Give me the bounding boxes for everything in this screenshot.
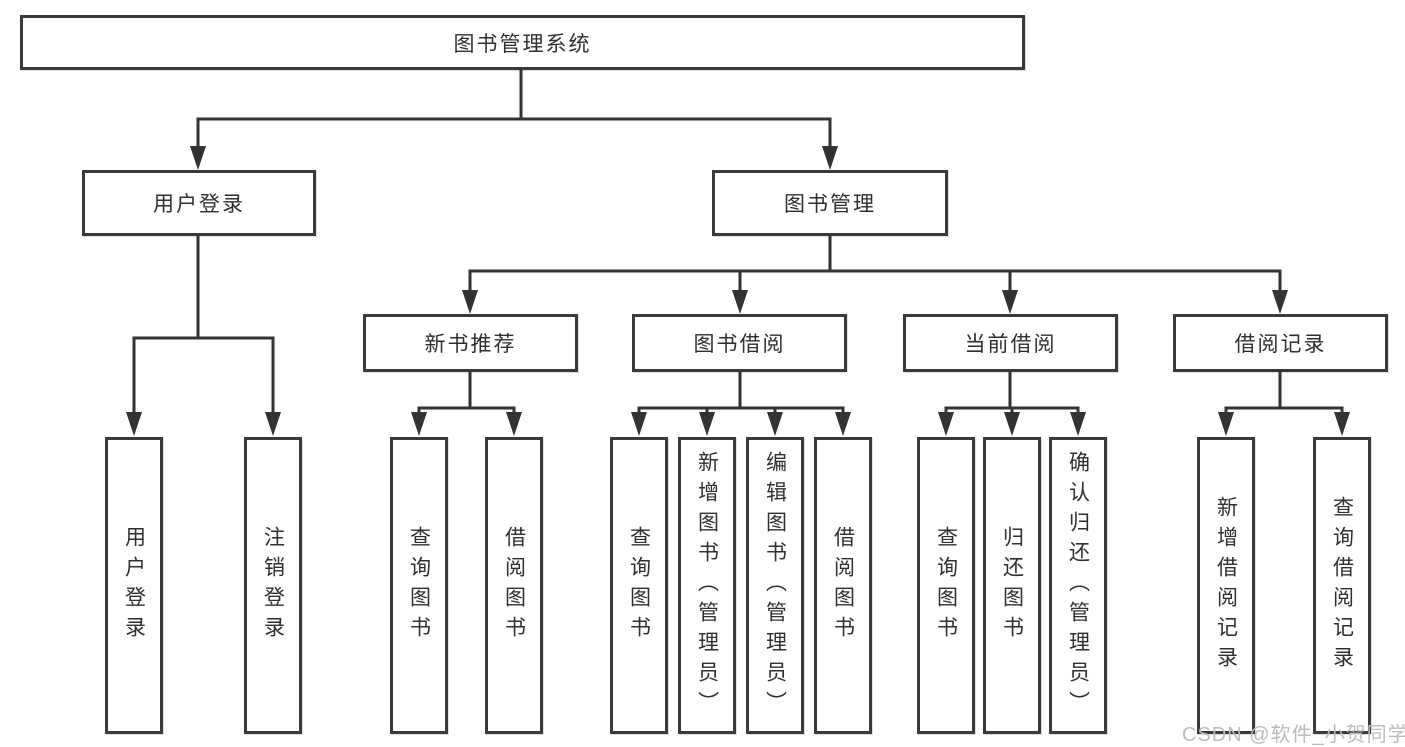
leaf-query-borrow-record: 查询借阅记录 <box>1313 437 1371 734</box>
connector-new-book-recommend-to-leaves <box>411 372 522 436</box>
connector-user-login-to-leaves <box>126 236 281 436</box>
leaf-add-books-admin: 新增图书（管理员） <box>678 437 736 734</box>
leaf-query-books-3: 查询图书 <box>917 437 975 734</box>
leaf-confirm-return-admin: 确认归还（管理员） <box>1049 437 1107 734</box>
node-book-borrowing-label: 图书借阅 <box>693 333 786 356</box>
leaf-logout: 注销登录 <box>244 437 302 734</box>
node-current-borrowing: 当前借阅 <box>903 314 1118 372</box>
node-borrowing-records: 借阅记录 <box>1173 314 1388 372</box>
connector-root-to-level2 <box>190 70 838 170</box>
leaf-borrow-books-2: 借阅图书 <box>814 437 872 734</box>
node-book-management: 图书管理 <box>712 170 948 236</box>
leaf-user-login: 用户登录 <box>105 437 163 734</box>
leaf-borrow-books-1: 借阅图书 <box>485 437 543 734</box>
connector-current-borrowing-to-leaves <box>938 372 1086 436</box>
node-borrowing-records-label: 借阅记录 <box>1234 333 1327 356</box>
node-user-login-label: 用户登录 <box>153 193 245 216</box>
node-current-borrowing-label: 当前借阅 <box>964 333 1057 356</box>
node-new-book-recommend: 新书推荐 <box>363 314 578 372</box>
node-new-book-recommend-label: 新书推荐 <box>424 333 517 356</box>
connector-borrowing-records-to-leaves <box>1218 372 1350 436</box>
leaf-query-books-2: 查询图书 <box>610 437 668 734</box>
node-book-management-label: 图书管理 <box>784 193 876 216</box>
leaf-edit-books-admin: 编辑图书（管理员） <box>746 437 804 734</box>
node-user-login: 用户登录 <box>82 170 316 236</box>
connector-book-management-to-level3 <box>462 236 1288 314</box>
node-book-management-system: 图书管理系统 <box>20 15 1025 70</box>
node-book-management-system-label: 图书管理系统 <box>453 32 592 56</box>
node-book-borrowing: 图书借阅 <box>632 314 847 372</box>
leaf-return-books: 归还图书 <box>983 437 1041 734</box>
leaf-query-books-1: 查询图书 <box>390 437 448 734</box>
leaf-add-borrow-record: 新增借阅记录 <box>1197 437 1255 734</box>
csdn-watermark: CSDN @软件_小贺同学 <box>1182 724 1405 746</box>
connector-book-borrowing-to-leaves <box>631 372 851 436</box>
